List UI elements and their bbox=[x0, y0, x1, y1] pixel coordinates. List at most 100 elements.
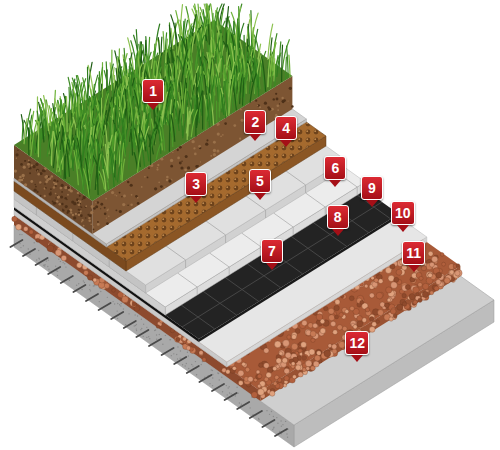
soil-grain bbox=[168, 179, 171, 182]
clay-pebble bbox=[413, 287, 420, 294]
clay-pebble bbox=[266, 372, 271, 377]
clay-pebble bbox=[156, 325, 160, 329]
grass-blade bbox=[38, 122, 40, 157]
soil-grain bbox=[27, 163, 30, 166]
clay-pebble bbox=[257, 374, 262, 379]
concrete-speck bbox=[182, 364, 183, 365]
soil-grain bbox=[222, 134, 224, 136]
clay-pebble bbox=[339, 341, 346, 348]
grass-blade bbox=[101, 98, 103, 120]
soil-grain bbox=[181, 161, 182, 162]
soil-grain bbox=[184, 168, 187, 171]
soil-grain bbox=[160, 185, 163, 188]
clay-pebble bbox=[324, 350, 331, 357]
clay-pebble bbox=[287, 335, 291, 339]
clay-pebble bbox=[393, 314, 397, 318]
clay-pebble bbox=[284, 376, 289, 381]
concrete-speck bbox=[209, 383, 210, 384]
concrete-speck bbox=[136, 328, 137, 329]
clay-pebble bbox=[257, 384, 261, 388]
grass-blade bbox=[129, 151, 130, 169]
grass-blade bbox=[84, 169, 90, 197]
soil-grain bbox=[44, 175, 47, 178]
soil-grain bbox=[224, 122, 227, 125]
clay-pebble bbox=[369, 293, 374, 298]
clay-pebble bbox=[104, 283, 109, 288]
grass-blade bbox=[103, 170, 106, 191]
soil-grain bbox=[79, 200, 81, 202]
clay-pebble bbox=[387, 298, 391, 302]
clay-pebble bbox=[302, 354, 309, 361]
clay-pebble bbox=[274, 341, 281, 348]
grass-blade bbox=[135, 128, 141, 166]
concrete-speck bbox=[155, 329, 156, 330]
seam-line bbox=[229, 267, 230, 275]
concrete-speck bbox=[229, 392, 230, 393]
soil-grain bbox=[70, 212, 72, 214]
grass-blade bbox=[228, 84, 230, 116]
soil-grain bbox=[217, 123, 220, 126]
seam-line bbox=[72, 233, 73, 241]
concrete-speck bbox=[47, 266, 48, 267]
clay-pebble bbox=[285, 352, 291, 358]
concrete-speck bbox=[58, 259, 59, 260]
grass-blade bbox=[160, 117, 164, 152]
clay-pebble bbox=[440, 253, 444, 257]
soil-grain bbox=[170, 159, 173, 162]
concrete-speck bbox=[273, 427, 274, 428]
concrete-speck bbox=[107, 297, 108, 298]
concrete-speck bbox=[277, 423, 278, 424]
soil-grain bbox=[91, 205, 94, 208]
grass-blade bbox=[163, 32, 164, 54]
clay-pebble bbox=[428, 273, 433, 278]
clay-pebble bbox=[16, 224, 22, 230]
clay-pebble bbox=[362, 318, 367, 323]
clay-pebble bbox=[364, 284, 368, 288]
clay-pebble bbox=[258, 389, 265, 396]
clay-pebble bbox=[267, 367, 273, 373]
clay-pebble bbox=[419, 276, 423, 280]
grass bbox=[21, 4, 290, 197]
soil-grain bbox=[79, 195, 81, 197]
concrete-speck bbox=[46, 260, 47, 261]
clay-pebble bbox=[413, 300, 417, 304]
concrete-speck bbox=[89, 289, 90, 290]
clay-pebble bbox=[428, 273, 432, 277]
clay-pebble bbox=[258, 363, 263, 368]
soil-grain bbox=[34, 188, 37, 191]
concrete-speck bbox=[171, 355, 172, 356]
clay-pebble bbox=[423, 283, 429, 289]
clay-pebble bbox=[376, 320, 380, 324]
concrete-speck bbox=[273, 427, 274, 428]
soil-grain bbox=[23, 166, 26, 169]
grass-blade bbox=[138, 143, 143, 172]
soil-grain bbox=[16, 157, 17, 158]
soil-grain bbox=[233, 124, 236, 127]
concrete-speck bbox=[149, 338, 150, 339]
clay-pebble bbox=[369, 317, 374, 322]
concrete-speck bbox=[241, 404, 242, 405]
concrete-speck bbox=[44, 265, 45, 266]
rebar-end bbox=[225, 393, 237, 400]
clay-pebble bbox=[386, 287, 392, 293]
grass-blade bbox=[287, 46, 289, 76]
clay-pebble bbox=[232, 366, 236, 370]
concrete-speck bbox=[165, 335, 166, 336]
clay-pebble bbox=[273, 367, 277, 371]
callout-number: 8 bbox=[327, 205, 349, 229]
callout-number: 3 bbox=[185, 172, 207, 196]
clay-pebble bbox=[47, 245, 54, 252]
concrete-speck bbox=[63, 262, 64, 263]
soil-grain bbox=[239, 138, 241, 140]
concrete-speck bbox=[100, 291, 101, 292]
concrete-speck bbox=[273, 416, 274, 417]
grass-blade bbox=[187, 108, 189, 140]
soil-grain bbox=[88, 220, 90, 222]
clay-pebble bbox=[335, 299, 340, 304]
clay-pebble bbox=[199, 350, 203, 354]
grass-blade bbox=[268, 56, 271, 87]
soil-grain bbox=[35, 184, 36, 185]
grass-blade bbox=[58, 141, 61, 175]
clay-pebble bbox=[394, 277, 399, 282]
clay-pebble bbox=[397, 304, 403, 310]
